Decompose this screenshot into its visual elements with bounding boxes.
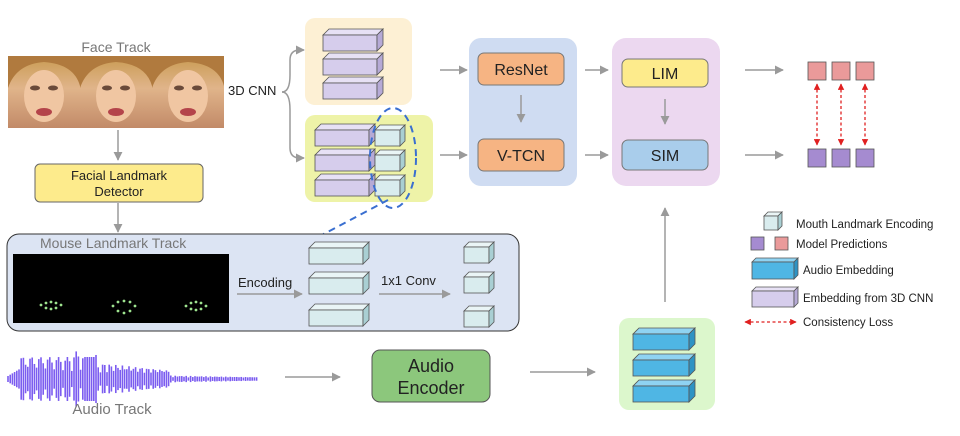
vtcn-label: V-TCN <box>497 148 545 165</box>
embedding-3dcnn-icon <box>751 286 799 308</box>
facial-landmark-detector-box <box>34 163 204 203</box>
3d-cnn-label: 3D CNN <box>228 83 276 98</box>
lim-label: LIM <box>652 66 679 83</box>
model-predictions-icon <box>750 236 789 251</box>
highlight-connector <box>319 199 389 237</box>
legend-label-4: Consistency Loss <box>803 317 893 329</box>
landmark-points <box>39 299 208 315</box>
lim-box <box>621 58 709 88</box>
consistency-loss-arrows <box>813 83 869 146</box>
conv-1x1-label: 1x1 Conv <box>381 273 436 288</box>
embedding-3dcnn-stack <box>322 28 384 100</box>
audio-encoder-box <box>371 349 491 403</box>
conv-output-stack <box>463 241 495 328</box>
mouth-landmark-encoding-icon <box>763 211 783 231</box>
sim-predictions <box>807 148 875 168</box>
legend-label-3: Embedding from 3D CNN <box>803 293 933 305</box>
landmark-frames <box>13 254 229 323</box>
legend: Mouth Landmark Encoding Model Prediction… <box>744 211 933 329</box>
mouse-landmark-track-label: Mouse Landmark Track <box>40 235 187 251</box>
fusion-embedding-stack <box>314 123 406 197</box>
facial-landmark-detector-line1: Facial Landmark <box>71 168 168 183</box>
audio-encoder-line2: Encoder <box>397 378 464 398</box>
audio-embedding-icon <box>751 257 799 280</box>
encoding-label: Encoding <box>238 275 292 290</box>
vtcn-box <box>477 138 565 172</box>
legend-label-2: Audio Embedding <box>803 265 894 277</box>
mouth-encoding-highlight <box>369 107 417 209</box>
audio-waveform <box>7 351 258 407</box>
arrow-3dcnn-lower <box>281 91 305 163</box>
arrow-3dcnn-upper <box>281 45 305 93</box>
legend-label-0: Mouth Landmark Encoding <box>796 219 933 231</box>
sim-box <box>621 139 709 171</box>
legend-label-1: Model Predictions <box>796 239 888 251</box>
sim-label: SIM <box>651 148 679 165</box>
face-track-label: Face Track <box>81 39 151 55</box>
facial-landmark-detector-line2: Detector <box>94 184 144 199</box>
resnet-box <box>477 52 565 86</box>
audio-track-label: Audio Track <box>72 401 152 418</box>
lim-predictions <box>807 61 875 81</box>
face-track-images <box>8 56 224 128</box>
resnet-label: ResNet <box>494 62 548 79</box>
mouth-landmark-encoding-stack <box>308 241 370 327</box>
audio-encoder-line1: Audio <box>408 356 454 376</box>
audio-embedding-stack <box>632 327 696 403</box>
